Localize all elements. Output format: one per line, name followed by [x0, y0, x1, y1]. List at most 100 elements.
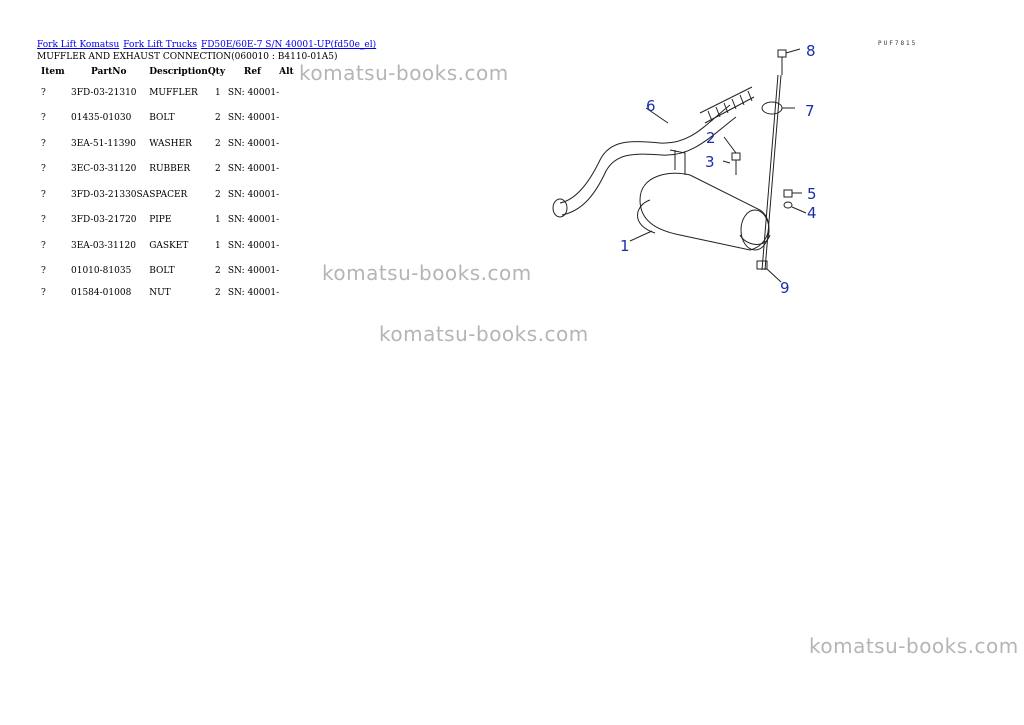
- leader-lines: [629, 48, 807, 283]
- muffler-end-cap: [740, 209, 770, 251]
- muffler-bracket: [669, 149, 686, 175]
- col-header-description: Description: [149, 67, 208, 77]
- cell-ref: SN: 40001-: [227, 164, 280, 175]
- hanger-rod-edge: [764, 74, 782, 271]
- cell-qty: 2: [214, 189, 221, 200]
- callout-8: 8: [806, 42, 816, 60]
- cell-ref: SN: 40001-: [227, 138, 280, 149]
- muffler-inlet-pipe: [637, 199, 771, 245]
- cell-partno: 3EA-51-11390: [71, 138, 136, 149]
- diagram-drawing: [552, 48, 807, 283]
- col-header-qty: Qty: [207, 67, 226, 77]
- cell-partno: 3FD-03-21310: [71, 87, 137, 98]
- callout-1: 1: [620, 237, 630, 255]
- cell-description: BOLT: [149, 113, 175, 124]
- cell-item: ?: [41, 287, 46, 298]
- breadcrumb-link-model[interactable]: FD50E/60E-7 S/N 40001-UP(fd50e_el): [200, 40, 377, 50]
- cell-description: RUBBER: [149, 164, 191, 175]
- watermark: komatsu-books.com: [322, 261, 532, 285]
- callout-3: 3: [705, 153, 715, 171]
- cell-ref: SN: 40001-: [227, 215, 280, 226]
- spacer-part: [783, 189, 793, 198]
- cell-description: SPACER: [149, 189, 188, 200]
- cell-description: PIPE: [149, 215, 172, 226]
- bolt-part: [731, 152, 741, 175]
- cell-partno: 3FD-03-21330SA: [71, 189, 150, 200]
- cell-alt: [279, 131, 299, 157]
- cell-qty: 1: [214, 215, 221, 226]
- cell-item: ?: [41, 138, 46, 149]
- cell-qty: 1: [214, 240, 221, 251]
- cell-item: ?: [41, 164, 46, 175]
- cell-qty: 2: [214, 138, 221, 149]
- cell-alt: [279, 284, 299, 301]
- table-row: ? 3FD-03-21310 MUFFLER 1 SN: 40001-: [37, 80, 299, 106]
- callout-9: 9: [780, 279, 790, 297]
- bolt-part-top: [777, 49, 787, 75]
- cell-qty: 2: [214, 164, 221, 175]
- cell-partno: 01010-81035: [71, 266, 132, 277]
- table-row: ? 3EA-51-11390 WASHER 2 SN: 40001-: [37, 131, 299, 157]
- breadcrumb-link-trucks[interactable]: Fork Lift Trucks: [123, 40, 197, 50]
- watermark: komatsu-books.com: [809, 634, 1019, 658]
- cell-alt: [279, 182, 299, 208]
- table-row: ? 3EC-03-31120 RUBBER 2 SN: 40001-: [37, 157, 299, 183]
- cell-description: BOLT: [149, 266, 175, 277]
- cell-qty: 2: [214, 287, 221, 298]
- callout-6: 6: [646, 97, 656, 115]
- cell-ref: SN: 40001-: [227, 189, 280, 200]
- cell-ref: SN: 40001-: [227, 113, 280, 124]
- callout-5: 5: [807, 185, 817, 203]
- cell-partno: 3EA-03-31120: [71, 240, 136, 251]
- hanger-rod: [761, 74, 779, 271]
- cell-item: ?: [41, 240, 46, 251]
- cell-ref: SN: 40001-: [227, 87, 280, 98]
- cell-qty: 1: [214, 87, 221, 98]
- cell-alt: [279, 233, 299, 259]
- cell-alt: [279, 80, 299, 106]
- cell-item: ?: [41, 215, 46, 226]
- col-header-alt: Alt: [279, 67, 294, 77]
- cell-description: NUT: [149, 287, 171, 298]
- cell-alt: [279, 106, 299, 132]
- watermark: komatsu-books.com: [379, 322, 589, 346]
- col-header-item: Item: [41, 67, 65, 77]
- table-row: ? 01010-81035 BOLT 2 SN: 40001-: [37, 259, 299, 285]
- callout-2: 2: [706, 129, 716, 147]
- cell-partno: 3FD-03-21720: [71, 215, 137, 226]
- washer-part: [783, 201, 793, 209]
- cell-qty: 2: [214, 266, 221, 277]
- diagram-code: PUF7815: [878, 40, 918, 47]
- col-header-ref: Ref: [243, 67, 261, 77]
- gasket-part: [761, 101, 783, 115]
- breadcrumb-link-komatsu[interactable]: Fork Lift Komatsu: [37, 40, 120, 50]
- exhaust-pipe-part-edge: [561, 116, 737, 216]
- hanger-nut: [756, 260, 768, 270]
- cell-partno: 3EC-03-31120: [71, 164, 137, 175]
- table-row: ? 3FD-03-21720 PIPE 1 SN: 40001-: [37, 208, 299, 234]
- cell-description: GASKET: [149, 240, 189, 251]
- callout-4: 4: [807, 204, 817, 222]
- cell-ref: SN: 40001-: [227, 266, 280, 277]
- cell-description: MUFFLER: [149, 87, 198, 98]
- watermark: komatsu-books.com: [299, 61, 509, 85]
- callout-7: 7: [805, 102, 815, 120]
- cell-item: ?: [41, 266, 46, 277]
- cell-partno: 01584-01008: [71, 287, 132, 298]
- cell-qty: 2: [214, 113, 221, 124]
- cell-item: ?: [41, 87, 46, 98]
- exploded-parts-diagram: 8 6 7 2 3 5 4 1 9: [552, 42, 817, 297]
- cell-description: WASHER: [149, 138, 192, 149]
- parts-table: Item PartNo Description Qty Ref Alt ? 3FD…: [37, 64, 299, 301]
- pipe-bellows: [699, 86, 755, 124]
- exhaust-pipe-part: [559, 104, 731, 204]
- table-header-row: Item PartNo Description Qty Ref Alt: [37, 64, 299, 80]
- col-header-partno: PartNo: [91, 67, 127, 77]
- cell-item: ?: [41, 113, 46, 124]
